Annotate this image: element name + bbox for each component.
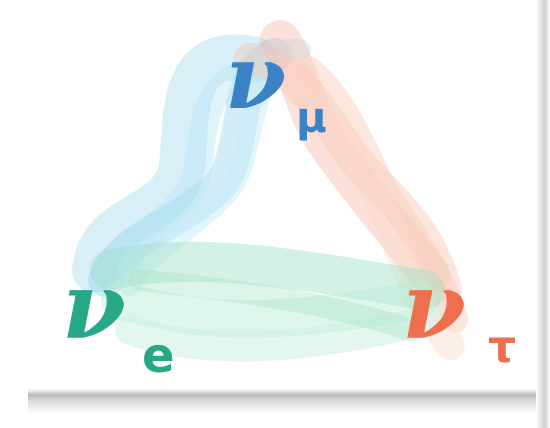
electron-tau-ribbon xyxy=(90,241,445,362)
tau-neutrino-label: ν τ xyxy=(402,252,516,373)
electron-subscript: e xyxy=(142,328,175,384)
tau-subscript: τ xyxy=(488,322,516,373)
muon-subscript: μ xyxy=(296,93,327,142)
frame-right-shadow xyxy=(536,0,550,428)
muon-electron-ribbon xyxy=(72,34,311,297)
tau-nu-symbol: ν xyxy=(402,252,466,360)
electron-nu-symbol: ν xyxy=(62,252,126,360)
muon-nu-symbol: ν xyxy=(225,25,286,129)
muon-neutrino-label: ν μ xyxy=(225,25,327,142)
frame-bottom-shadow xyxy=(28,388,550,428)
electron-neutrino-label: ν e xyxy=(62,252,175,384)
